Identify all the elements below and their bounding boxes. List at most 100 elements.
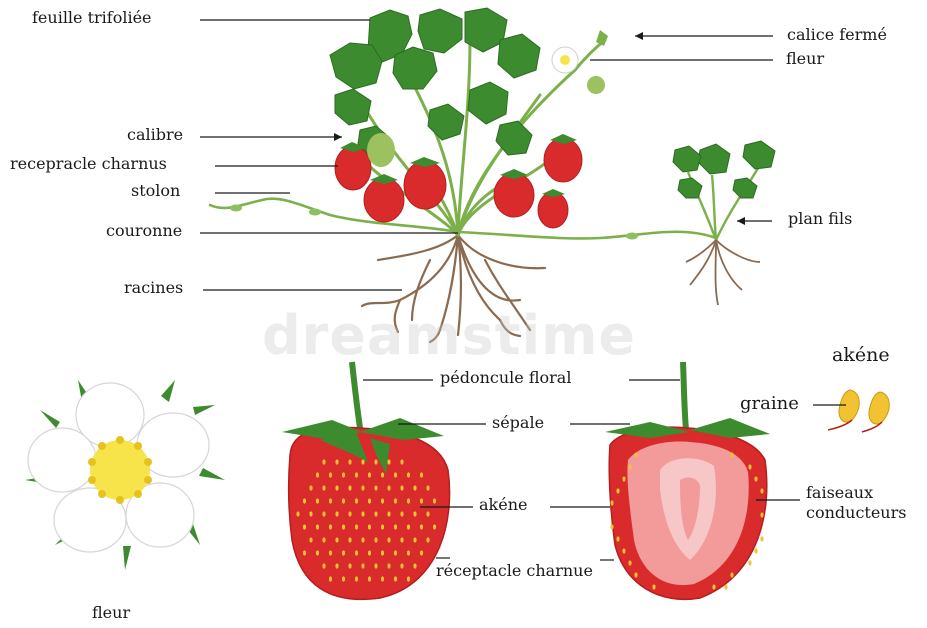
- seed-dot: [754, 548, 757, 553]
- label-calice-ferme: calice fermé: [787, 26, 887, 44]
- strawberry-whole: [282, 362, 450, 599]
- seed-dot: [628, 464, 631, 469]
- label-stolon: stolon: [131, 182, 180, 200]
- seed-dot: [407, 472, 410, 477]
- label-feuille-trifoliee: feuille trifoliée: [32, 9, 152, 27]
- seed-dot: [322, 485, 325, 490]
- seed-dot: [387, 563, 390, 568]
- seed-dot: [329, 472, 332, 477]
- seed-dot: [622, 548, 625, 553]
- flower-bottom: [25, 380, 225, 570]
- seed-dot: [316, 550, 319, 555]
- seed-dot: [394, 576, 397, 581]
- seed-dot: [420, 498, 423, 503]
- seed-dot: [407, 550, 410, 555]
- seed-dot: [361, 537, 364, 542]
- label-calibre: calibre: [127, 126, 183, 144]
- seed-dot: [381, 576, 384, 581]
- seed-dot: [616, 536, 619, 541]
- watermark: dreamstime: [262, 304, 636, 367]
- seed-dot: [634, 452, 637, 457]
- seed-dot: [413, 537, 416, 542]
- seed-dot: [342, 472, 345, 477]
- seed-dot: [394, 524, 397, 529]
- seed-dot: [394, 498, 397, 503]
- seed-dot: [361, 511, 364, 516]
- seed-dot: [329, 498, 332, 503]
- seed-dot: [634, 572, 637, 577]
- seed-dot: [400, 563, 403, 568]
- seed-dot: [335, 459, 338, 464]
- seed-dot: [433, 524, 436, 529]
- seed-dot: [426, 537, 429, 542]
- seed-dot: [368, 498, 371, 503]
- label-graine: graine: [740, 394, 799, 414]
- seed-dot: [652, 584, 655, 589]
- seed-dot: [355, 498, 358, 503]
- seed-dot: [394, 550, 397, 555]
- label-faiseaux-conducteurs: faiseaux conducteurs: [806, 484, 906, 521]
- seed-dot: [296, 511, 299, 516]
- seed-dot: [368, 550, 371, 555]
- label-akene-title: akéne: [832, 345, 890, 366]
- seed-dot: [381, 498, 384, 503]
- seed-dot: [329, 550, 332, 555]
- seed-dot: [407, 576, 410, 581]
- seed-dot: [407, 498, 410, 503]
- seed-dot: [335, 537, 338, 542]
- seed-dot: [316, 524, 319, 529]
- seed-dot: [394, 472, 397, 477]
- seed-dot: [426, 511, 429, 516]
- seed-dot: [760, 488, 763, 493]
- seed-dot: [329, 524, 332, 529]
- seed-dot: [760, 512, 763, 517]
- seed-dot: [426, 485, 429, 490]
- seed-dot: [335, 485, 338, 490]
- seed-dot: [420, 472, 423, 477]
- seed-dot: [368, 524, 371, 529]
- seed-dot: [374, 563, 377, 568]
- seed-dot: [400, 485, 403, 490]
- seed-dot: [348, 485, 351, 490]
- seed-dot: [342, 524, 345, 529]
- seed-dot: [348, 511, 351, 516]
- seed-dot: [322, 563, 325, 568]
- seed-dot: [309, 537, 312, 542]
- seed-dot: [760, 536, 763, 541]
- label-akene-mid: akéne: [479, 496, 527, 514]
- seed-dot: [381, 472, 384, 477]
- seed-dot: [335, 511, 338, 516]
- seed-dot: [754, 476, 757, 481]
- seed-dot: [712, 584, 715, 589]
- green-fruit: [367, 133, 395, 167]
- label-sepale: sépale: [492, 414, 544, 432]
- faiseaux-line1: faiseaux: [806, 484, 906, 502]
- seed-dot: [355, 524, 358, 529]
- seed-dot: [622, 476, 625, 481]
- seed-dot: [342, 550, 345, 555]
- seed-dot: [322, 511, 325, 516]
- seed-dot: [355, 576, 358, 581]
- seed-dot: [420, 524, 423, 529]
- seed-dot: [329, 576, 332, 581]
- seed-dot: [748, 560, 751, 565]
- seed-dot: [374, 537, 377, 542]
- seed-dot: [348, 563, 351, 568]
- seed-dot: [342, 498, 345, 503]
- seed-dot: [303, 524, 306, 529]
- seed-dot: [368, 472, 371, 477]
- seed-dot: [413, 563, 416, 568]
- seed-dot: [748, 464, 751, 469]
- seed-dot: [374, 511, 377, 516]
- label-couronne: couronne: [106, 222, 182, 240]
- seed-dot: [316, 472, 319, 477]
- seed-dot: [387, 537, 390, 542]
- seed-dot: [361, 459, 364, 464]
- seed-dot: [335, 563, 338, 568]
- seed-dot: [730, 572, 733, 577]
- seed-dot: [420, 550, 423, 555]
- label-fleur-top: fleur: [786, 50, 824, 68]
- seed-dot: [400, 537, 403, 542]
- seed-dot: [610, 500, 613, 505]
